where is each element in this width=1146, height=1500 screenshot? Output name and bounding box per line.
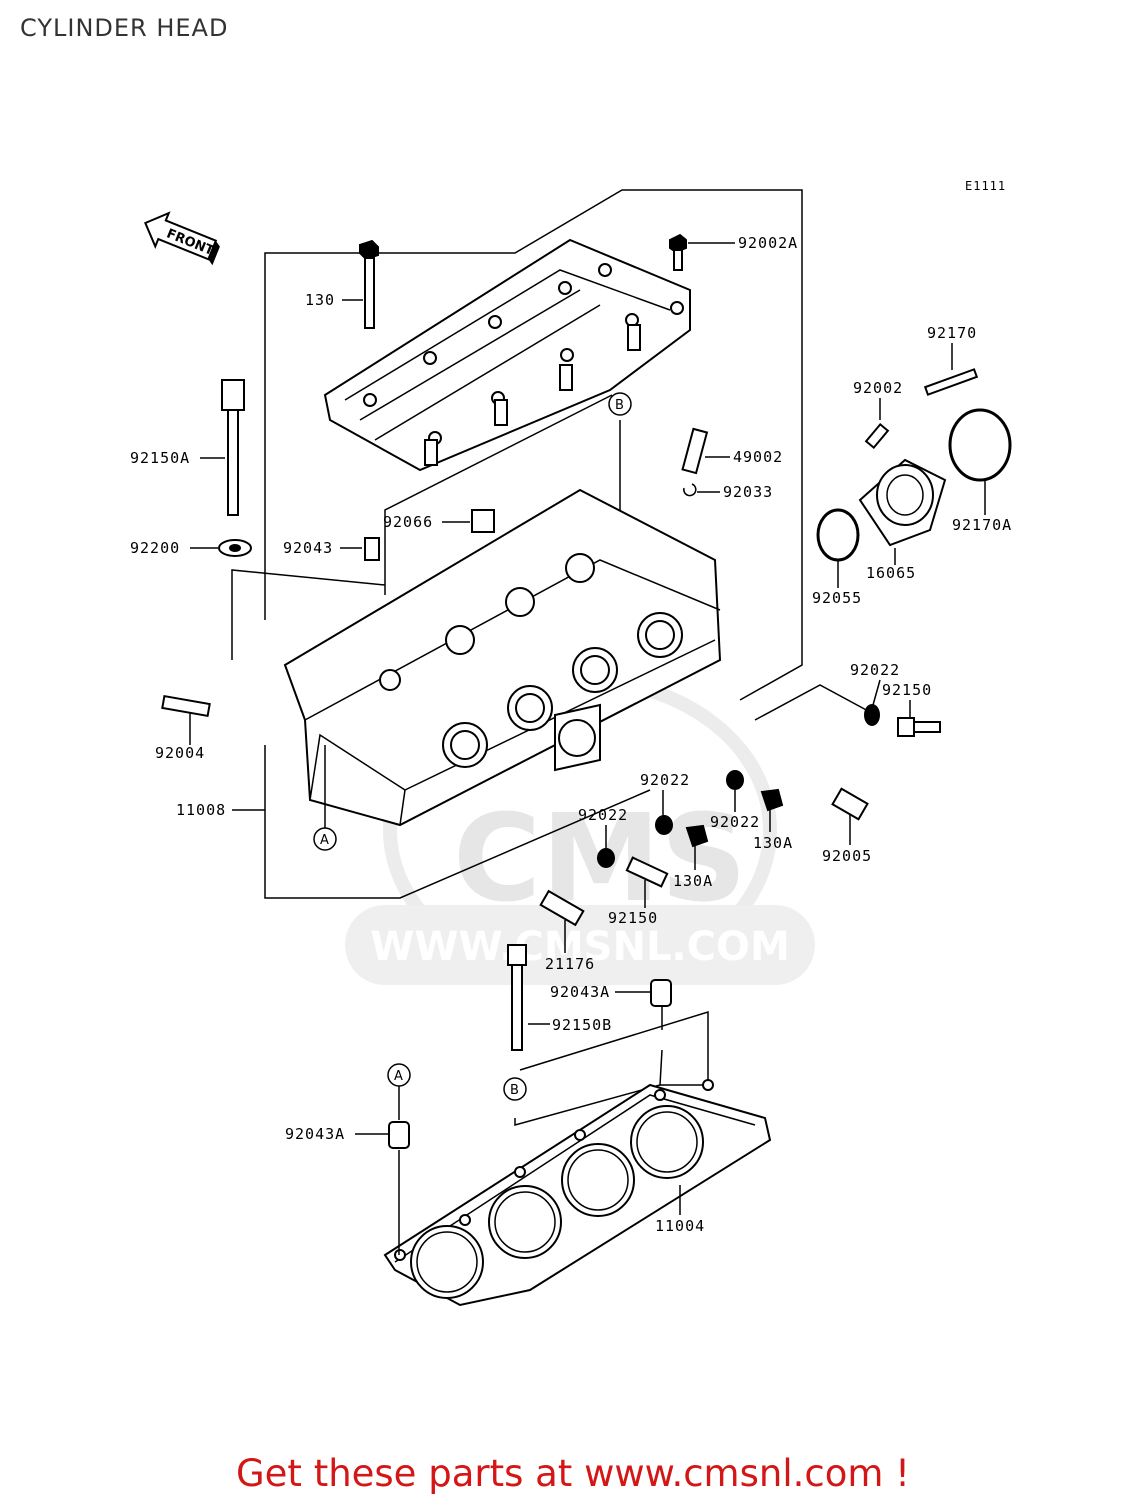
front-arrow-icon: FRONT [144, 211, 220, 266]
assembly-frame [231, 189, 871, 1126]
part-label-16065[interactable]: 16065 [866, 564, 916, 582]
part-labels: 92002A 130 92170 92002 92150A 49002 9203… [130, 234, 1012, 1235]
watermark-url: WWW.CMSNL.COM [370, 924, 790, 970]
part-label-11008[interactable]: 11008 [176, 801, 226, 819]
footer-link[interactable]: Get these parts at www.cmsnl.com ! [235, 1452, 910, 1495]
part-label-92022-right[interactable]: 92022 [850, 661, 900, 679]
part-label-92022-mid3[interactable]: 92022 [710, 813, 760, 831]
part-label-130[interactable]: 130 [305, 291, 335, 309]
part-label-92150A[interactable]: 92150A [130, 449, 190, 467]
part-label-92200[interactable]: 92200 [130, 539, 180, 557]
part-label-92150B[interactable]: 92150B [552, 1016, 612, 1034]
page-title: CYLINDER HEAD [20, 14, 229, 42]
svg-text:B: B [510, 1083, 519, 1098]
part-label-21176[interactable]: 21176 [545, 955, 595, 973]
svg-text:B: B [615, 398, 624, 413]
svg-text:A: A [320, 833, 329, 848]
part-label-92150-right[interactable]: 92150 [882, 681, 932, 699]
part-label-92005[interactable]: 92005 [822, 847, 872, 865]
part-label-92033[interactable]: 92033 [723, 483, 773, 501]
part-label-49002[interactable]: 49002 [733, 448, 783, 466]
cylinder-head-gasket [383, 1079, 772, 1307]
part-label-92022-mid2[interactable]: 92022 [578, 806, 628, 824]
diagram-ref: E1111 [965, 179, 1006, 193]
part-label-92170A[interactable]: 92170A [952, 516, 1012, 534]
part-label-92022-mid1[interactable]: 92022 [640, 771, 690, 789]
camshaft-holder [323, 238, 691, 472]
part-label-92055[interactable]: 92055 [812, 589, 862, 607]
part-label-130A-2[interactable]: 130A [673, 872, 713, 890]
marker-b-top: B [608, 392, 632, 416]
part-label-92043A-2[interactable]: 92043A [285, 1125, 345, 1143]
watermark: CMS WWW.CMSNL.COM [345, 673, 815, 987]
part-label-92066[interactable]: 92066 [383, 513, 433, 531]
part-label-92043[interactable]: 92043 [283, 539, 333, 557]
svg-text:A: A [394, 1069, 403, 1084]
part-label-92150-bottom[interactable]: 92150 [608, 909, 658, 927]
part-label-130A-1[interactable]: 130A [753, 834, 793, 852]
leader-lines [189, 242, 986, 1255]
cylinder-head [283, 488, 722, 827]
part-label-11004[interactable]: 11004 [655, 1217, 705, 1235]
part-label-92170[interactable]: 92170 [927, 324, 977, 342]
part-label-92002[interactable]: 92002 [853, 379, 903, 397]
part-label-92043A-1[interactable]: 92043A [550, 983, 610, 1001]
marker-a-bottom: A [387, 1063, 411, 1087]
marker-b-bottom: B [503, 1077, 527, 1101]
part-label-92002A[interactable]: 92002A [738, 234, 798, 252]
part-label-92004[interactable]: 92004 [155, 744, 205, 762]
marker-a-top: A [313, 827, 337, 851]
